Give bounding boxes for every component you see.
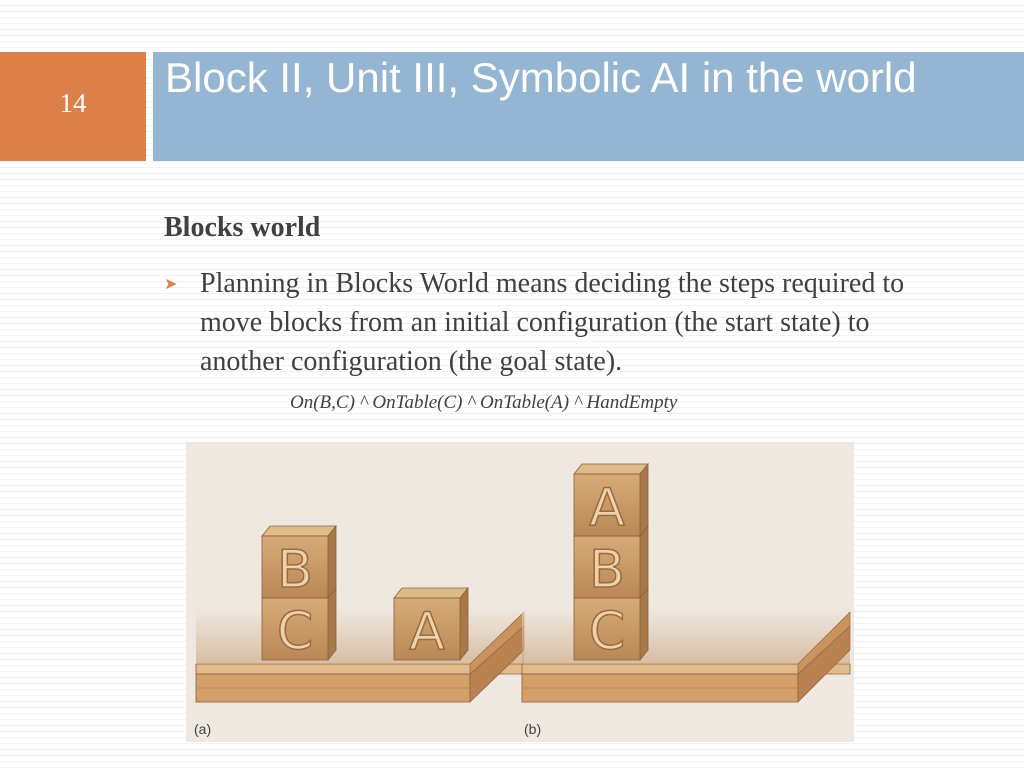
chevron-right-icon: ➤ <box>164 274 178 293</box>
title-bar: Block II, Unit III, Symbolic AI in the w… <box>153 52 1024 161</box>
slide-number: 14 <box>0 52 146 161</box>
block-letter: A <box>409 602 445 662</box>
block: B <box>573 524 649 601</box>
block-letter: C <box>277 602 313 662</box>
bullet-text: Planning in Blocks World means deciding … <box>200 268 905 377</box>
block-letter: B <box>277 540 313 600</box>
panel-a: C B A (a) <box>194 524 525 737</box>
block-letter: B <box>589 540 625 600</box>
block-letter: C <box>589 602 625 662</box>
block: B <box>261 524 337 601</box>
panel-a-label: (a) <box>194 721 211 737</box>
blocks-world-figure: C B A (a) <box>186 442 854 742</box>
section-heading: Blocks world <box>164 212 321 243</box>
block: A <box>393 586 469 663</box>
slide-title: Block II, Unit III, Symbolic AI in the w… <box>165 54 917 101</box>
goal-formula: On(B,C) ^ OnTable(C) ^ OnTable(A) ^ Hand… <box>290 392 678 413</box>
panel-b-label: (b) <box>524 721 541 737</box>
block: A <box>573 462 649 539</box>
panel-b: C B A (b) <box>521 462 851 737</box>
blocks-illustration: C B A (a) <box>194 462 851 737</box>
slide-number-text: 14 <box>59 88 87 118</box>
block-letter: A <box>589 478 625 538</box>
